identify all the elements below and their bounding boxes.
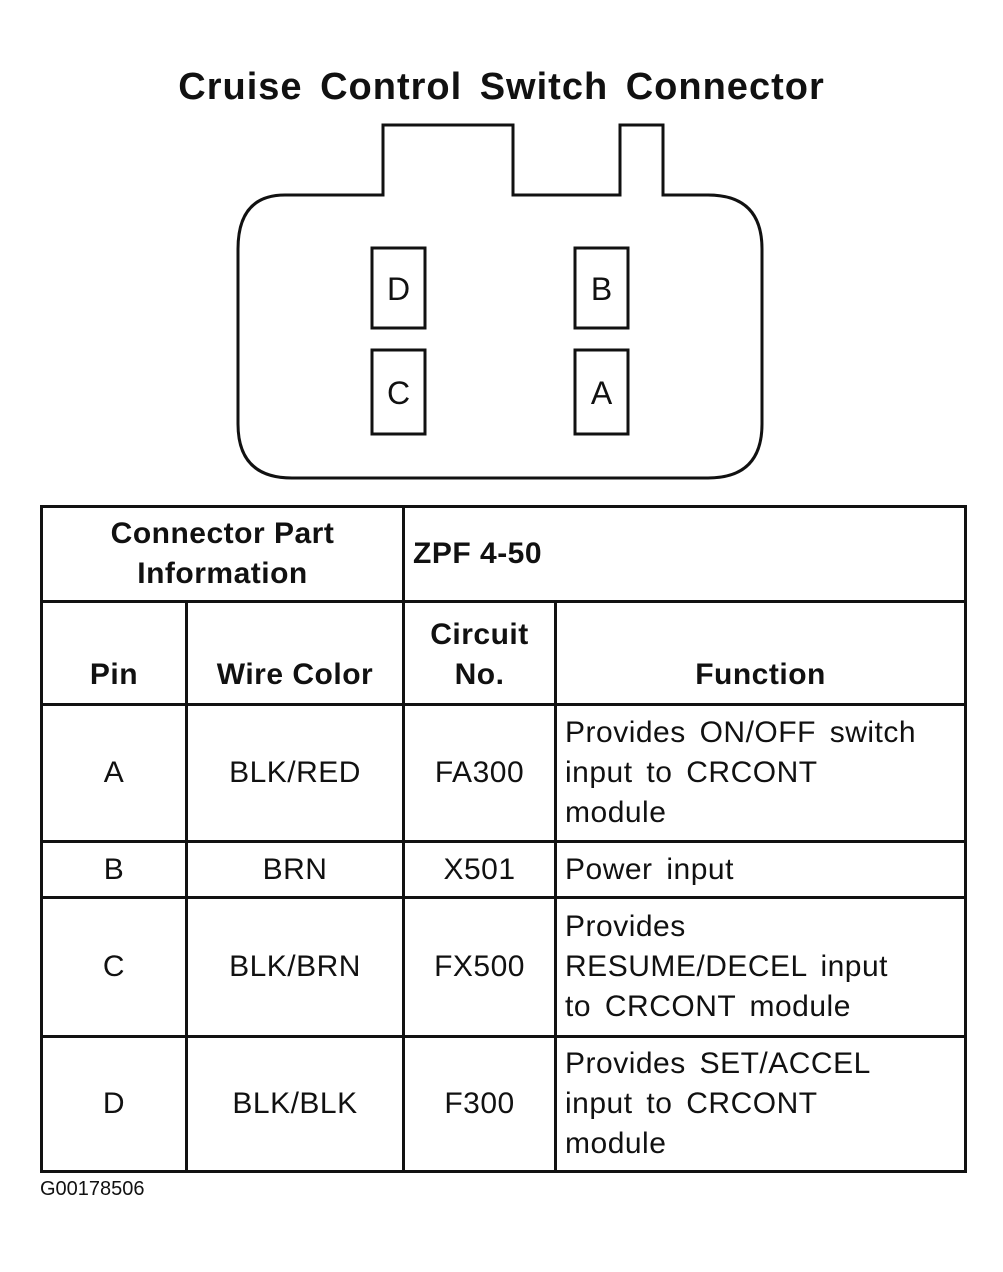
function-line: to CRCONT module [565,990,851,1023]
header-circuit-line1: Circuit [430,618,529,651]
pin-cell: D [40,1035,188,1173]
pin-a-cavity [573,348,630,436]
function-line: Power input [565,852,734,886]
part-info-row: Connector Part Information ZPF 4-50 [39,505,968,603]
pin-label-a: A [591,375,613,411]
pin-cell: A [40,703,188,843]
part-info-value: ZPF 4-50 [402,505,968,603]
function-line: Provides SET/ACCEL [565,1047,871,1080]
wire-color-cell: BLK/RED [184,703,406,843]
function-line: RESUME/DECEL input [565,950,889,983]
connector-housing [236,123,764,480]
part-info-label-line1: Connector Part [110,517,335,550]
header-circuit: Circuit No. [402,600,558,706]
diagram-title: Cruise Control Switch Connector [178,66,825,108]
function-cell: Provides ON/OFF switch input to CRCONT m… [554,703,968,843]
table-row: D BLK/BLK F300 Provides SET/ACCEL input … [40,1035,968,1173]
connector-info-table: Connector Part Information ZPF 4-50 Pin … [39,505,968,1173]
header-wire-color: Wire Color [184,600,406,706]
pin-label-c: C [387,375,410,411]
function-line: input to CRCONT [565,756,818,789]
header-pin: Pin [40,600,188,706]
pin-cell: C [40,896,188,1038]
function-cell: Power input [554,840,968,899]
pin-b-cavity [573,246,630,330]
circuit-cell: X501 [402,840,558,899]
pin-cell: B [40,840,188,899]
part-info-label-line2: Information [137,557,308,590]
wire-color-cell: BLK/BRN [184,896,406,1038]
pin-label-b: B [591,271,612,307]
function-line: module [565,1127,667,1160]
figure-code: G00178506 [40,1178,145,1200]
circuit-cell: F300 [402,1035,558,1173]
function-line: Provides [565,910,686,943]
pin-c-cavity [370,348,427,436]
function-cell: Provides RESUME/DECEL input to CRCONT mo… [554,896,968,1038]
connector-diagram: D B C A [236,123,764,480]
function-line: Provides ON/OFF switch [565,716,917,749]
header-function: Function [554,600,968,706]
part-info-label: Connector Part Information [39,505,406,603]
circuit-cell: FA300 [402,703,558,843]
header-circuit-line2: No. [454,658,505,691]
function-line: module [565,796,667,829]
pin-label-d: D [387,271,410,307]
circuit-cell: FX500 [402,896,558,1038]
table-row: A BLK/RED FA300 Provides ON/OFF switch i… [40,703,968,843]
header-row: Pin Wire Color Circuit No. Function [40,600,968,706]
wire-color-cell: BLK/BLK [184,1035,406,1173]
pin-d-cavity [370,246,427,330]
function-cell: Provides SET/ACCEL input to CRCONT modul… [554,1035,968,1173]
function-line: input to CRCONT [565,1087,818,1120]
table-row: B BRN X501 Power input [40,840,968,899]
table-row: C BLK/BRN FX500 Provides RESUME/DECEL in… [40,896,968,1038]
wire-color-cell: BRN [184,840,406,899]
